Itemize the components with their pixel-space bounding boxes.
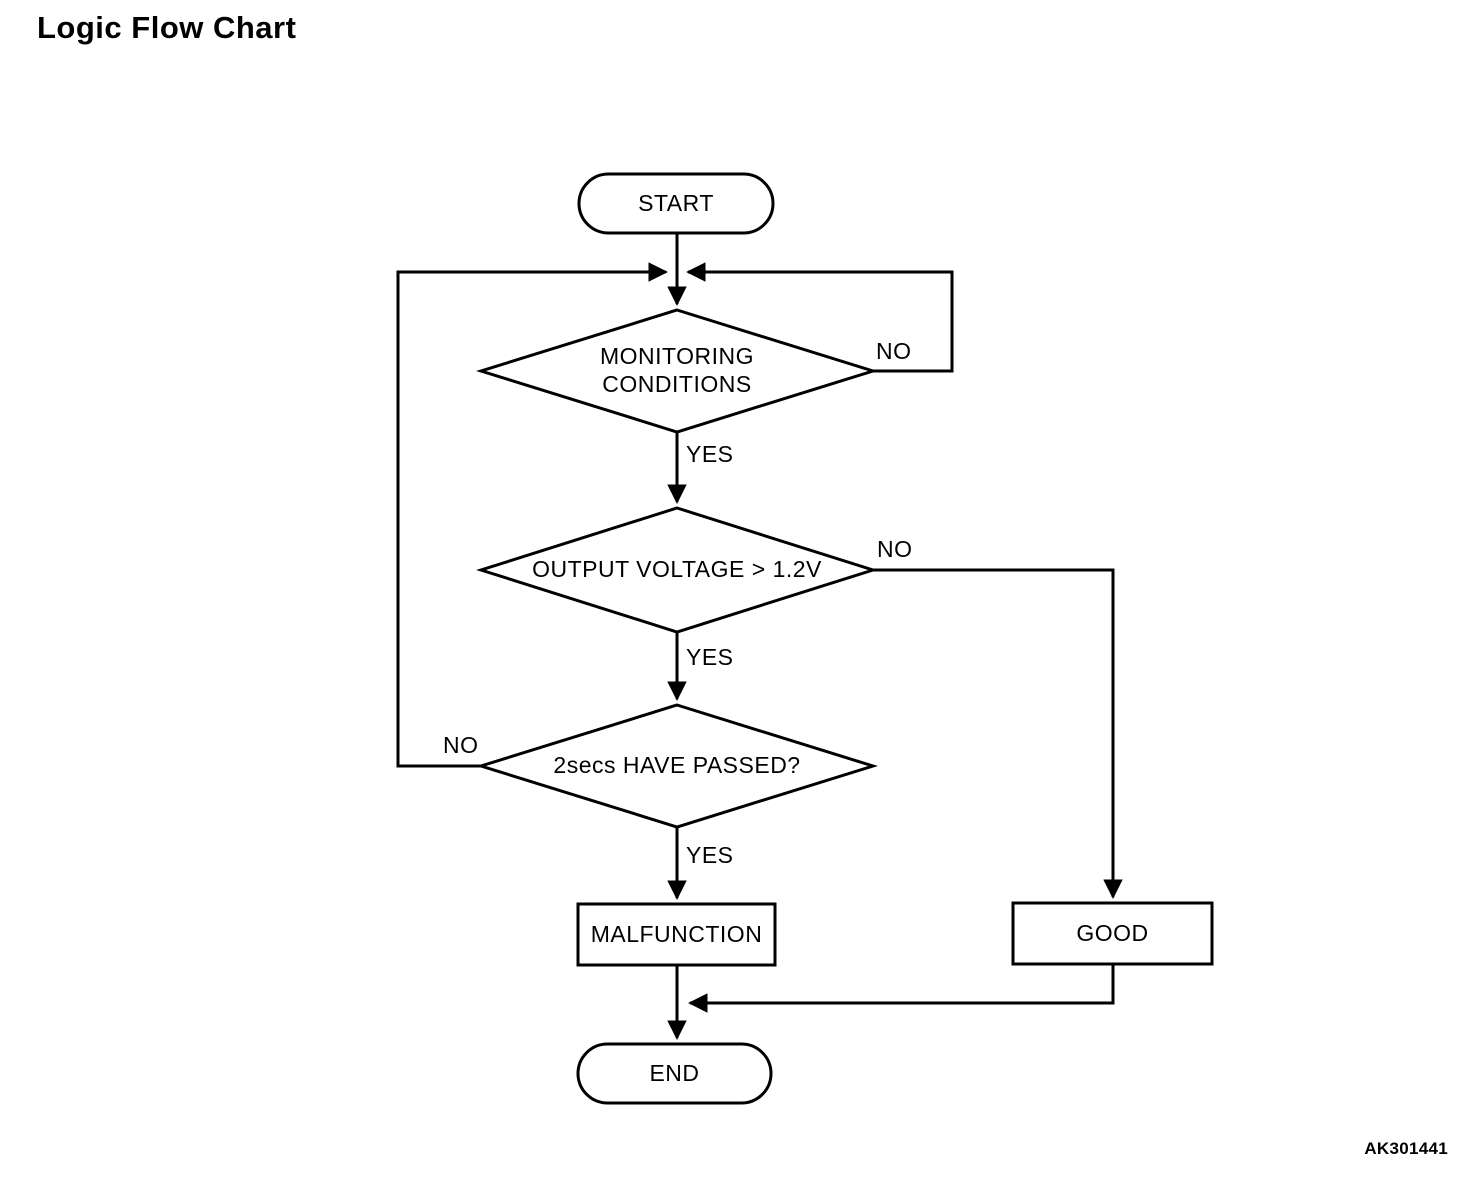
figure-code: AK301441 (1364, 1139, 1448, 1158)
start-terminator-shape (577, 172, 775, 235)
edge-voltage-no-to-good (873, 568, 1123, 899)
monitoring-decision-shape (475, 308, 879, 434)
good-process-shape (1011, 901, 1214, 966)
edge-monitoring-no-loop (686, 262, 954, 373)
end-terminator-shape (576, 1042, 773, 1105)
voltage-decision-shape (476, 506, 878, 634)
page-title: Logic Flow Chart (37, 10, 297, 45)
edge-passed-no-loop (396, 262, 668, 768)
malfunction-process-shape (576, 902, 777, 967)
edge-good-merge (688, 964, 1115, 1013)
passed-decision-shape (475, 703, 879, 829)
